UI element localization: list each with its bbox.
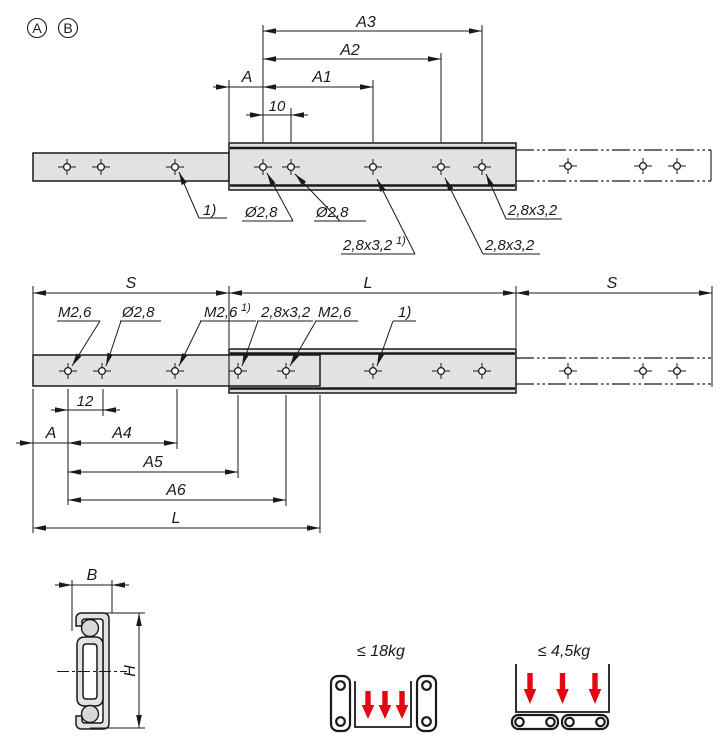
callout-slot3-label: 2,8x3,2 xyxy=(507,202,558,219)
dim-s-right-label: S xyxy=(607,275,618,292)
load-arrows-down xyxy=(523,673,602,704)
dim-b-label: B xyxy=(87,567,98,584)
dim-12: 12 xyxy=(51,393,120,413)
phantom-extension xyxy=(516,357,711,385)
callout-dia-mid-label: Ø2,8 xyxy=(121,304,155,321)
callout-slot1-label: 2,8x3,2 xyxy=(342,237,393,254)
dim-l-top: L xyxy=(229,275,516,296)
callout-dia1-label: Ø2,8 xyxy=(244,204,278,221)
dim-s-left-label: S xyxy=(126,275,137,292)
dim-a4: A4 xyxy=(68,425,177,446)
dim-a4-label: A4 xyxy=(111,425,132,442)
load-arrows-down xyxy=(361,691,409,719)
dim-a1: A1 xyxy=(263,69,373,90)
load-vertical-label: ≤ 18kg xyxy=(357,643,405,660)
drawer-outline xyxy=(354,681,412,728)
ball-top xyxy=(80,618,100,638)
dim-a2: A2 xyxy=(263,42,441,62)
profile xyxy=(57,612,127,730)
load-icon-flat: ≤ 4,5kg xyxy=(510,643,610,731)
callout-slot-mid: 2,8x3,2 xyxy=(241,304,313,367)
callout-m26-b-sup: 1) xyxy=(241,302,251,314)
dim-a-top-label: A xyxy=(241,69,253,86)
dim-10-label: 10 xyxy=(269,98,286,115)
callout-m26-a: M2,6 xyxy=(57,304,101,367)
top-view-extension-lines xyxy=(228,25,483,142)
dim-b: B xyxy=(55,567,129,631)
view-marker-a-label: A xyxy=(32,20,42,36)
top-view: A3 A2 A A1 10 1) Ø2,8 xyxy=(32,14,712,255)
slide-left xyxy=(510,713,560,731)
load-icon-vertical: ≤ 18kg xyxy=(329,643,438,733)
view-markers: A B xyxy=(26,17,79,39)
view-marker-b-circle xyxy=(57,17,79,39)
middle-view: S L S M2,6 Ø2,8 M2,6 1) 2,8 xyxy=(16,275,713,533)
callout-m26-c-label: M2,6 xyxy=(318,304,352,321)
dim-a3: A3 xyxy=(263,14,482,34)
middle-view-extension-lines-top xyxy=(32,286,713,387)
dim-s-right: S xyxy=(516,275,712,296)
callout-slot-mid-label: 2,8x3,2 xyxy=(260,304,311,321)
dim-a2-label: A2 xyxy=(339,42,360,59)
callout-note-mid-label: 1) xyxy=(398,304,411,321)
callout-m26-b-label: M2,6 xyxy=(204,304,238,321)
ball-bottom xyxy=(80,704,100,724)
dim-a5-label: A5 xyxy=(142,454,163,471)
dim-l-top-label: L xyxy=(364,275,373,292)
dim-a5: A5 xyxy=(68,454,238,475)
dim-12-label: 12 xyxy=(77,393,94,410)
callout-slot2-label: 2,8x3,2 xyxy=(484,237,535,254)
dim-10: 10 xyxy=(246,98,308,118)
callout-m26-a-label: M2,6 xyxy=(58,304,92,321)
callout-dia2-label: Ø2,8 xyxy=(315,204,349,221)
callout-slot1-sup: 1) xyxy=(396,235,406,247)
dim-a-bottom: A xyxy=(16,425,68,446)
load-flat-label: ≤ 4,5kg xyxy=(538,643,590,660)
dim-a6: A6 xyxy=(68,482,286,503)
callout-note-top: 1) xyxy=(178,171,227,219)
dim-a1-label: A1 xyxy=(311,69,332,86)
dim-l-bottom-label: L xyxy=(172,510,181,527)
dim-a-top: A xyxy=(213,69,263,90)
drawer-outline xyxy=(515,664,610,713)
callout-dia-mid: Ø2,8 xyxy=(105,304,161,367)
callout-dia2: Ø2,8 xyxy=(294,173,366,222)
slide-right xyxy=(415,674,438,733)
callout-note-top-label: 1) xyxy=(203,202,216,219)
dim-a6-label: A6 xyxy=(165,482,186,499)
dim-a3-label: A3 xyxy=(355,14,376,31)
callout-dia1: Ø2,8 xyxy=(242,172,294,222)
dim-s-left: S xyxy=(33,275,229,296)
callout-m26-b: M2,6 1) xyxy=(178,302,256,367)
middle-view-extension-lines-bottom xyxy=(32,389,321,533)
view-marker-a-circle xyxy=(26,17,48,39)
dim-h: H xyxy=(90,612,145,729)
phantom-extension xyxy=(516,149,712,182)
dim-l-bottom: L xyxy=(33,510,320,531)
slide-left xyxy=(329,674,352,733)
callout-slot2: 2,8x3,2 xyxy=(444,177,540,255)
callout-note-mid: 1) xyxy=(376,304,416,367)
dim-h-label: H xyxy=(122,665,139,677)
section-view: B H xyxy=(55,567,145,730)
slide-right xyxy=(560,713,610,731)
dim-a-bottom-label: A xyxy=(45,425,57,442)
view-marker-b-label: B xyxy=(63,20,72,36)
callout-m26-c: M2,6 xyxy=(289,304,358,367)
callout-slot1: 2,8x3,2 1) xyxy=(341,178,416,255)
callout-slot3: 2,8x3,2 xyxy=(485,173,562,220)
